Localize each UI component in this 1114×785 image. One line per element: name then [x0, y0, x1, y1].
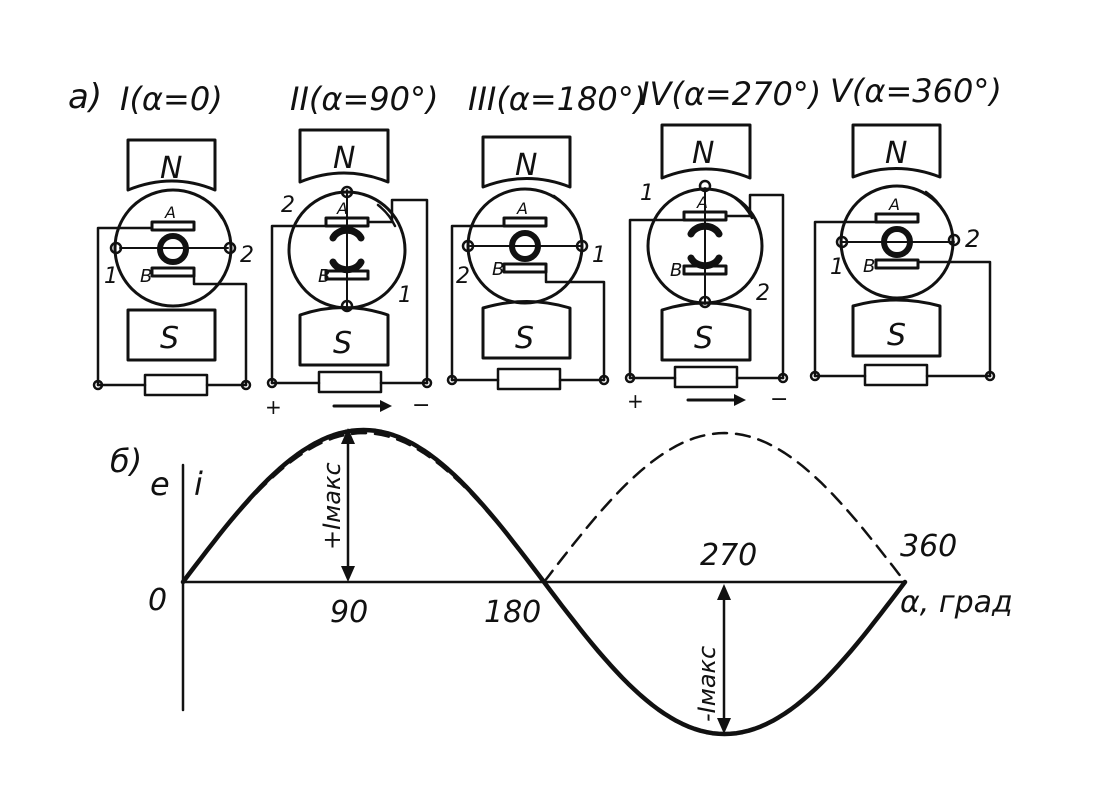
terminal-right-label: 1 [592, 243, 606, 268]
terminal-top-label: 1 [640, 181, 654, 206]
brush-b-label: B [670, 260, 682, 281]
series-dashed-curve [181, 431, 907, 584]
terminal-left-label: 2 [456, 264, 470, 289]
pole-south-label: S [333, 326, 352, 361]
brush-b-label: B [318, 266, 330, 287]
panel-a-label: a) [68, 77, 102, 117]
brush-a-label: A [696, 193, 708, 212]
generator-position-3: III(α=180°) N S A B 2 1 [446, 80, 646, 391]
imax-neg-label: -Iмакс [693, 646, 721, 722]
load-resistor [143, 373, 209, 397]
y-axis-label-i: i [194, 465, 203, 503]
pole-north-label: N [692, 136, 714, 171]
pole-north-label: N [515, 148, 537, 183]
load-resistor [496, 367, 562, 391]
position-title: IV(α=270°) [640, 75, 821, 113]
pole-south [126, 308, 217, 362]
brush-b-label: B [140, 266, 152, 287]
series-solid-curve [180, 427, 908, 737]
generator-position-5: V(α=360°) N S A B 1 2 [809, 72, 1002, 387]
brush-a [150, 220, 196, 232]
terminal-left-label: 1 [830, 255, 844, 280]
x-tick-90: 90 [330, 595, 368, 630]
polarity-minus: − [770, 387, 788, 412]
brush-a-label: A [516, 199, 528, 218]
pole-north [126, 138, 217, 192]
position-title: V(α=360°) [830, 72, 1002, 110]
pole-south-label: S [887, 318, 906, 353]
brush-b [150, 266, 196, 278]
x-axis-label: α, град [900, 585, 1013, 620]
y-axis-label-e: e [150, 465, 170, 503]
load-resistor [673, 365, 739, 389]
x-tick-270: 270 [700, 538, 757, 573]
terminal-right-label: 2 [965, 225, 980, 253]
pole-north-label: N [333, 141, 355, 176]
generator-position-1: I(α=0) N S A B 1 2 [92, 80, 254, 397]
brush-a-label: A [164, 203, 176, 222]
panel-b-label: б) [110, 442, 142, 480]
brush-b-label: B [863, 256, 875, 277]
pole-south-label: S [515, 321, 534, 356]
load-resistor [317, 370, 383, 394]
polarity-plus: + [627, 389, 644, 413]
pole-south-label: S [160, 321, 179, 356]
pole-north-label: N [885, 136, 907, 171]
polarity-minus: − [412, 393, 430, 418]
polarity-plus: + [265, 395, 282, 419]
terminal-right-label: 2 [240, 243, 254, 268]
terminal-bottom-label: 1 [398, 283, 412, 308]
pole-north-label: N [160, 151, 182, 186]
terminal-top-label: 2 [281, 193, 295, 218]
armature [113, 188, 233, 308]
position-title: I(α=0) [120, 80, 223, 118]
brush-b-label: B [492, 259, 504, 280]
generator-position-4: IV(α=270°) N S A B 1 2 + − [624, 75, 821, 413]
load-resistor [863, 363, 929, 387]
pole-south-label: S [694, 321, 713, 356]
imax-pos-label: +Iмакс [318, 462, 346, 550]
brush-a-label: A [336, 199, 348, 218]
commutator [157, 233, 189, 265]
terminal-left-label: 1 [104, 264, 118, 289]
terminal-bottom-label: 2 [756, 281, 770, 306]
brush-a-label: A [888, 195, 900, 214]
generator-position-2: II(α=90°) N S A B 2 1 + − [265, 80, 438, 419]
position-title: III(α=180°) [468, 80, 646, 118]
x-tick-360: 360 [900, 529, 957, 564]
position-title: II(α=90°) [290, 80, 438, 118]
origin-label: 0 [148, 583, 167, 618]
x-tick-180: 180 [484, 595, 541, 630]
